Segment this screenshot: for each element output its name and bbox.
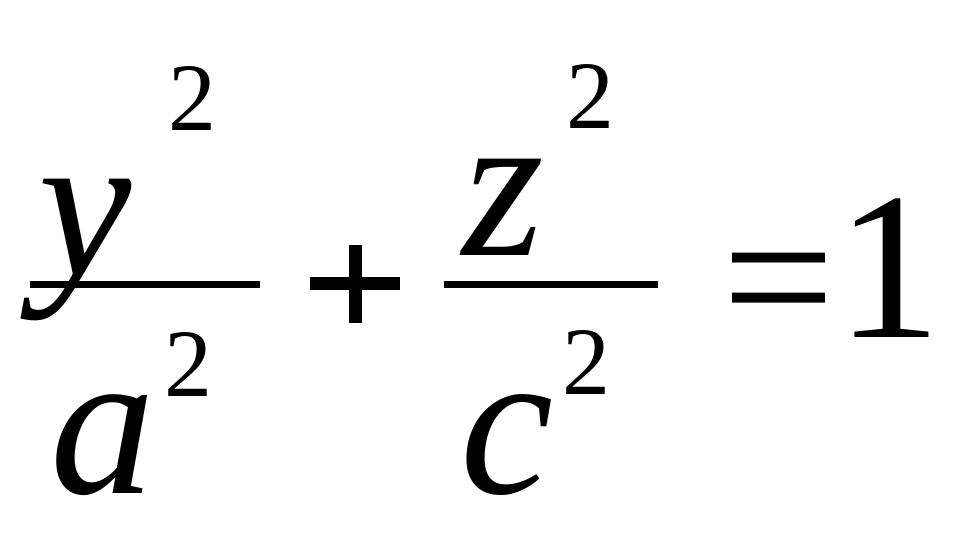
fraction-bar-2	[444, 281, 658, 288]
denominator-2-exponent: 2	[562, 308, 610, 415]
plus-vertical-stroke	[349, 245, 362, 323]
plus-operator: +	[310, 245, 400, 323]
numerator-1-exponent: 2	[168, 44, 216, 151]
equation: y 2 a 2 + z 2 c 2 = 1	[30, 42, 941, 528]
equals-operator: =	[722, 167, 835, 388]
result-value: 1	[836, 151, 941, 383]
numerator-1-base: y	[38, 89, 132, 321]
denominator-1-exponent: 2	[164, 310, 212, 417]
denominator-1-base: a	[50, 307, 155, 539]
numerator-2-exponent: 2	[566, 42, 614, 149]
fraction-bar-1	[30, 281, 260, 288]
plus-operator-text: +	[310, 245, 311, 246]
numerator-2-base: z	[462, 69, 544, 301]
denominator-2-base: c	[460, 307, 554, 539]
